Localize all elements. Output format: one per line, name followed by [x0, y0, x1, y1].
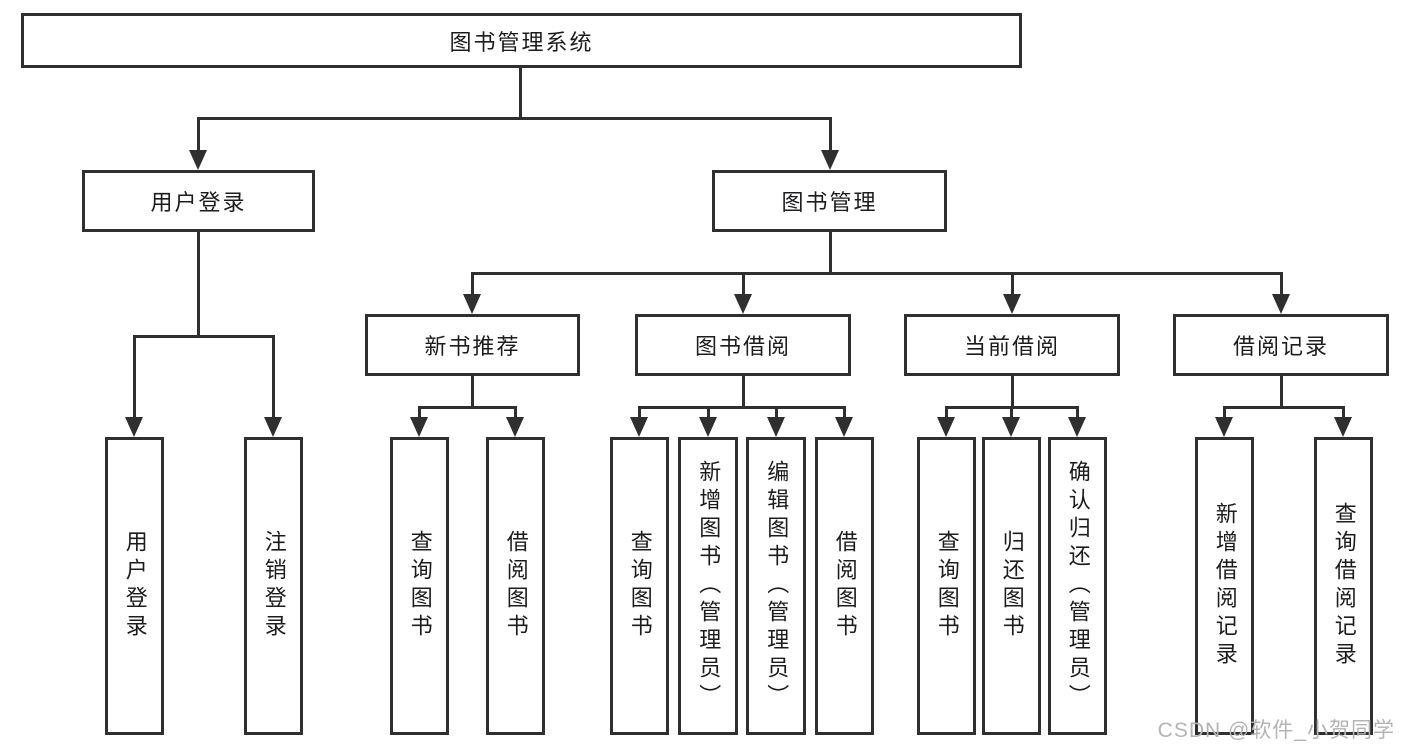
connector-line	[1223, 406, 1344, 409]
leaf-add-borrow-record-label: 新增借阅记录	[1212, 502, 1238, 670]
leaf-borrow-books-label: 借阅图书	[832, 530, 858, 642]
connector-line	[471, 272, 1283, 275]
connector-line	[742, 376, 745, 409]
connector-line	[519, 68, 522, 119]
node-new-book-recommend-label: 新书推荐	[424, 334, 521, 359]
watermark: CSDN @软件_小贺同学	[1157, 719, 1395, 742]
leaf-newbook-query-books-label: 查询图书	[407, 530, 433, 642]
leaf-logout: 注销登录	[244, 437, 303, 735]
connector-line	[418, 406, 421, 420]
arrow-down-icon	[125, 417, 143, 437]
connector-line	[775, 406, 778, 420]
arrow-down-icon	[410, 417, 428, 437]
arrow-down-icon	[630, 417, 648, 437]
connector-line	[197, 232, 200, 338]
node-borrow-records: 借阅记录	[1173, 314, 1389, 376]
connector-line	[1280, 272, 1283, 296]
connector-line	[1342, 406, 1345, 420]
connector-line	[638, 406, 846, 409]
connector-line	[829, 117, 832, 153]
leaf-add-borrow-record: 新增借阅记录	[1195, 437, 1254, 735]
leaf-add-books-admin-label: 新增图书（管理员）	[696, 460, 722, 712]
connector-line	[1011, 272, 1014, 296]
leaf-borrow-books: 借阅图书	[815, 437, 874, 735]
node-book-mgmt-label: 图书管理	[781, 190, 878, 215]
arrow-down-icon	[734, 294, 752, 314]
node-root-system: 图书管理系统	[21, 13, 1022, 68]
connector-line	[1076, 406, 1079, 420]
arrow-down-icon	[937, 417, 955, 437]
connector-line	[829, 232, 832, 275]
node-user-login-label: 用户登录	[150, 190, 247, 215]
leaf-borrow-query-books-label: 查询图书	[627, 530, 653, 642]
leaf-edit-books-admin: 编辑图书（管理员）	[746, 437, 806, 735]
leaf-add-books-admin: 新增图书（管理员）	[678, 437, 738, 735]
leaf-return-books-label: 归还图书	[999, 530, 1025, 642]
leaf-user-login-label: 用户登录	[122, 530, 148, 642]
leaf-current-query-books-label: 查询图书	[934, 530, 960, 642]
connector-line	[272, 335, 275, 419]
leaf-user-login: 用户登录	[105, 437, 164, 735]
connector-line	[514, 406, 517, 420]
node-book-borrow: 图书借阅	[635, 314, 851, 376]
arrow-down-icon	[821, 150, 839, 170]
leaf-return-books: 归还图书	[982, 437, 1041, 735]
leaf-confirm-return-admin: 确认归还（管理员）	[1048, 437, 1107, 735]
connector-line	[133, 335, 275, 338]
arrow-down-icon	[835, 417, 853, 437]
leaf-current-query-books: 查询图书	[917, 437, 976, 735]
connector-line	[742, 272, 745, 296]
connector-line	[1223, 406, 1226, 420]
arrow-down-icon	[189, 150, 207, 170]
node-borrow-records-label: 借阅记录	[1232, 334, 1329, 359]
arrow-down-icon	[1272, 294, 1290, 314]
connector-line	[707, 406, 710, 420]
connector-line	[1010, 406, 1013, 420]
connector-line	[638, 406, 641, 420]
arrow-down-icon	[463, 294, 481, 314]
node-new-book-recommend: 新书推荐	[365, 314, 580, 376]
arrow-down-icon	[506, 417, 524, 437]
connector-line	[1011, 376, 1014, 409]
leaf-query-borrow-record: 查询借阅记录	[1314, 437, 1373, 735]
arrow-down-icon	[699, 417, 717, 437]
leaf-query-borrow-record-label: 查询借阅记录	[1331, 502, 1357, 670]
arrow-down-icon	[1215, 417, 1233, 437]
arrow-down-icon	[1068, 417, 1086, 437]
node-root-system-label: 图书管理系统	[449, 29, 594, 55]
arrow-down-icon	[1002, 417, 1020, 437]
leaf-logout-label: 注销登录	[261, 530, 287, 642]
node-current-borrow-label: 当前借阅	[963, 334, 1060, 359]
connector-line	[197, 117, 831, 120]
arrow-down-icon	[264, 417, 282, 437]
arrow-down-icon	[767, 417, 785, 437]
node-current-borrow: 当前借阅	[904, 314, 1120, 376]
connector-line	[471, 272, 474, 296]
connector-line	[197, 117, 200, 153]
leaf-newbook-query-books: 查询图书	[390, 437, 449, 735]
connector-line	[418, 406, 517, 409]
connector-line	[843, 406, 846, 420]
node-book-mgmt: 图书管理	[712, 170, 947, 232]
connector-line	[1280, 376, 1283, 409]
leaf-edit-books-admin-label: 编辑图书（管理员）	[764, 460, 790, 712]
node-book-borrow-label: 图书借阅	[694, 334, 791, 359]
connector-line	[471, 376, 474, 409]
connector-line	[945, 406, 948, 420]
arrow-down-icon	[1003, 294, 1021, 314]
arrow-down-icon	[1334, 417, 1352, 437]
connector-line	[133, 335, 136, 419]
leaf-newbook-borrow-books: 借阅图书	[486, 437, 545, 735]
leaf-confirm-return-admin-label: 确认归还（管理员）	[1065, 460, 1091, 712]
node-user-login: 用户登录	[82, 170, 315, 232]
leaf-borrow-query-books: 查询图书	[610, 437, 669, 735]
leaf-newbook-borrow-books-label: 借阅图书	[503, 530, 529, 642]
